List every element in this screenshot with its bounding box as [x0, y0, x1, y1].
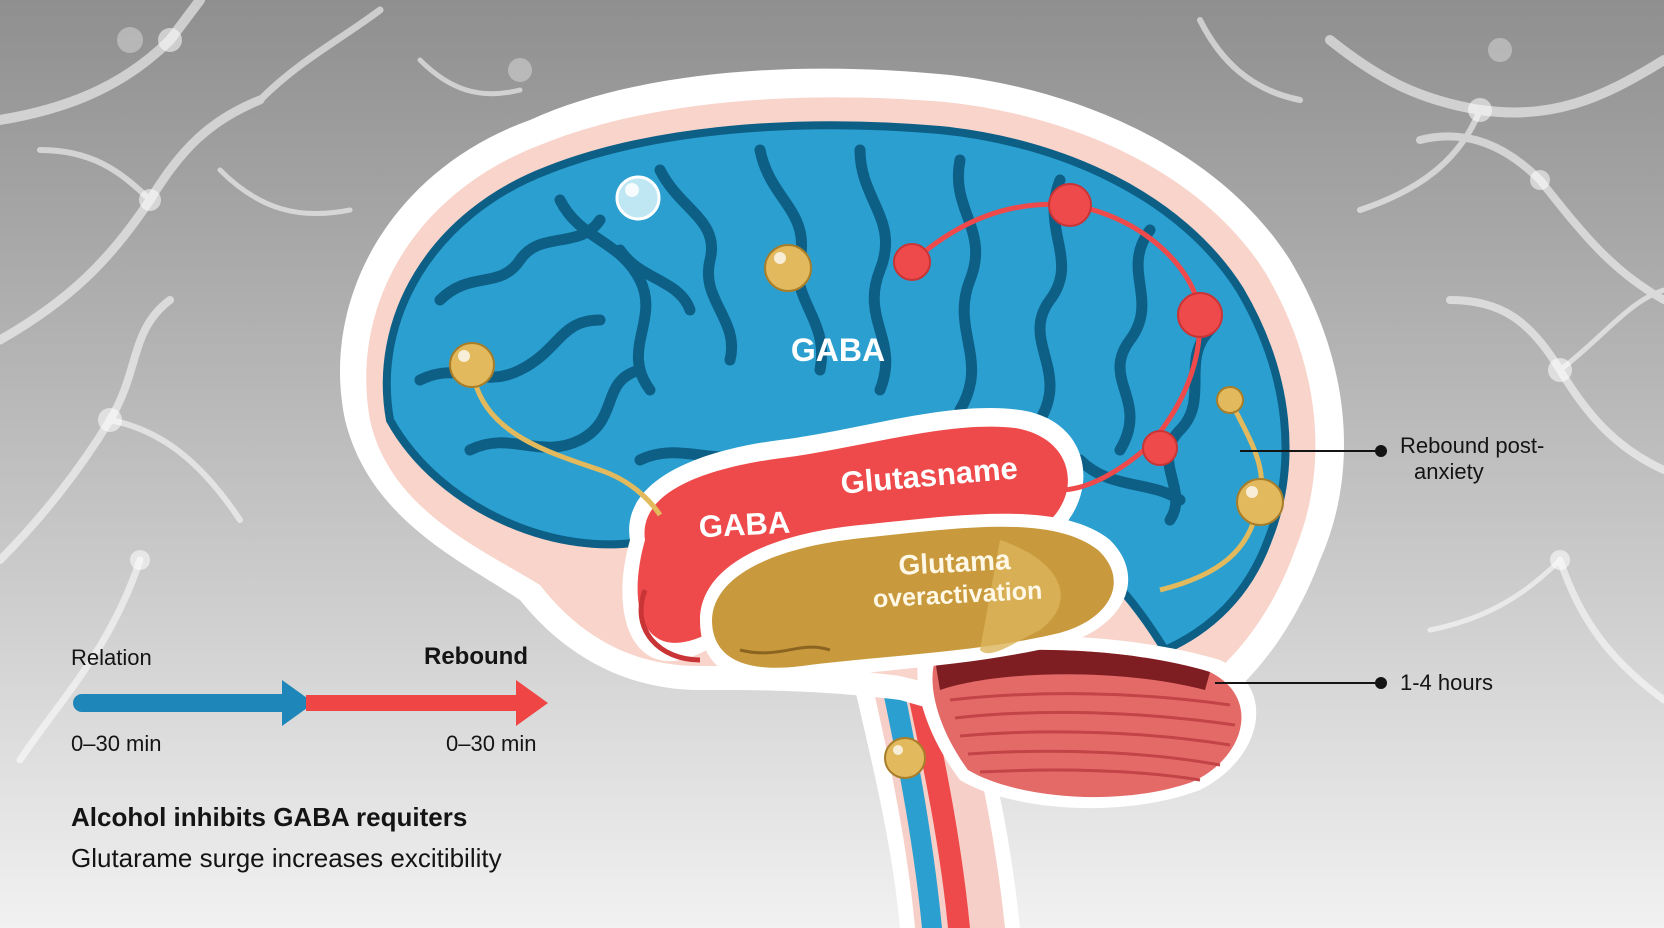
background-nodes	[98, 27, 1572, 570]
band-gaba-label: GABA	[698, 505, 791, 545]
timeline-start-label: Relation	[71, 645, 152, 670]
callout-rebound	[1240, 445, 1387, 457]
timeline-arrow	[73, 680, 548, 726]
timeline-end-label: Rebound	[424, 643, 528, 670]
note-line-2: Glutarame surge increases excitibility	[71, 843, 502, 873]
limbic-structure	[700, 513, 1129, 683]
callout-hours	[1215, 677, 1387, 689]
callout-hours-label: 1-4 hours	[1400, 670, 1493, 695]
red-pathway	[893, 183, 1223, 493]
callout-rebound-line2: anxiety	[1414, 459, 1484, 484]
cortex-gaba-label: GABA	[791, 332, 885, 368]
cerebellum	[917, 636, 1257, 809]
light-blue-node	[615, 175, 661, 221]
note-line-1: Alcohol inhibits GABA requiters	[71, 802, 468, 832]
limbic-label-line1: Glutama	[898, 544, 1012, 581]
timeline-end-time: 0–30 min	[446, 731, 537, 756]
callout-rebound-line1: Rebound post-	[1400, 433, 1545, 458]
node-highlights	[458, 252, 1258, 755]
cortex-sulci	[414, 144, 1216, 526]
timeline-start-time: 0–30 min	[71, 731, 162, 756]
